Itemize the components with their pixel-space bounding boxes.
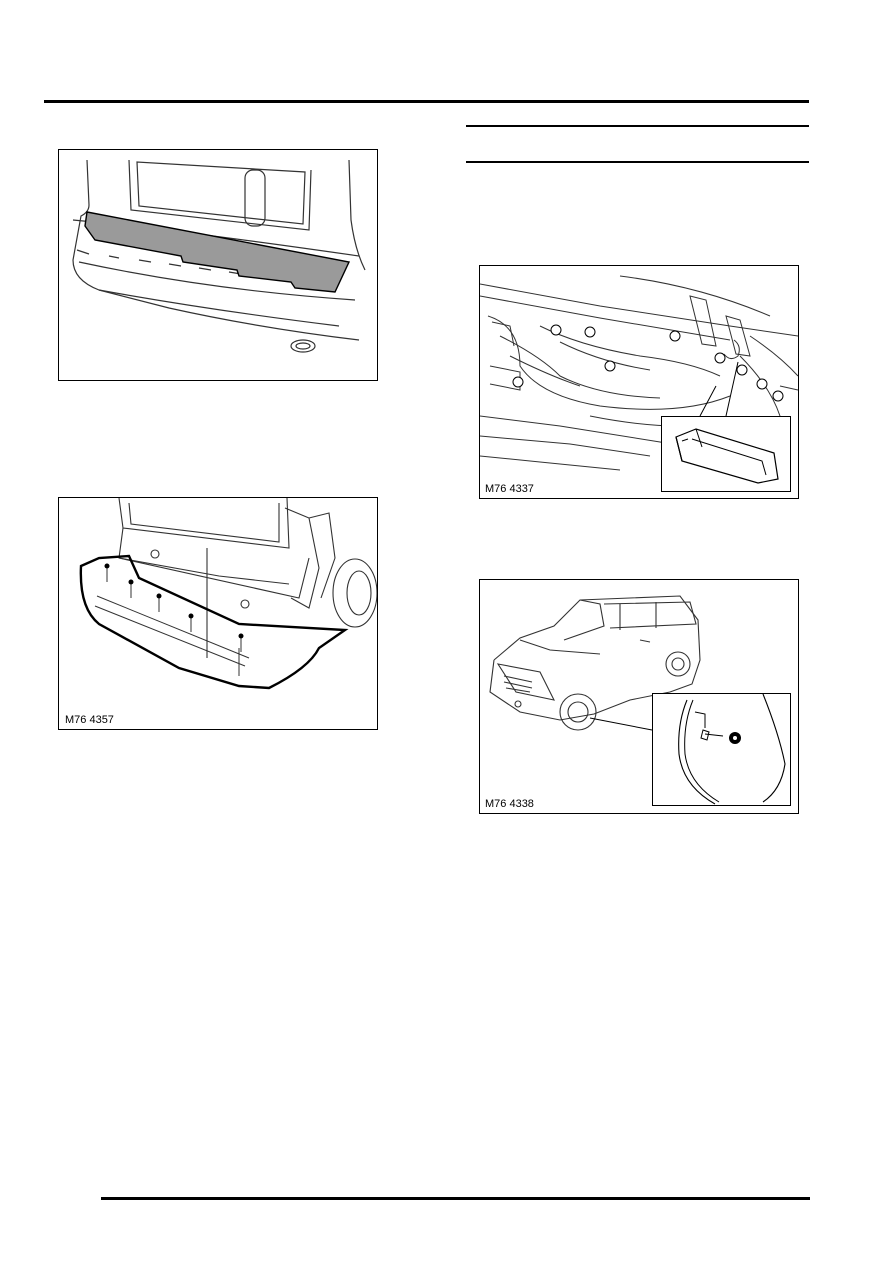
wheel-arch-liner-inset-drawing	[678, 694, 786, 805]
section-rule-bottom	[466, 161, 809, 163]
figure-label: M76 4338	[485, 798, 534, 810]
rear-bumper-trim-illustration	[72, 159, 366, 353]
vehicle-illustration	[489, 595, 701, 731]
figure-rear-bumper-cover: M76 4357	[58, 497, 378, 730]
rear-bumper-cover-illustration	[79, 498, 377, 690]
figure-wheel-arch-liner: M76 4338	[479, 579, 799, 814]
figure-label: M76 4337	[485, 483, 534, 495]
section-rule-top	[466, 125, 809, 127]
underbody-panel-inset-drawing	[675, 428, 779, 484]
underbody-panel-illustration	[480, 275, 798, 471]
figure-rear-bumper-trim	[58, 149, 378, 381]
header-rule	[44, 100, 809, 103]
underbody-panel-inset	[661, 416, 791, 492]
footer-rule	[101, 1197, 810, 1200]
figure-underbody-panel: M76 4337	[479, 265, 799, 499]
figure-label: M76 4357	[65, 714, 114, 726]
wheel-arch-liner-inset	[652, 693, 791, 806]
